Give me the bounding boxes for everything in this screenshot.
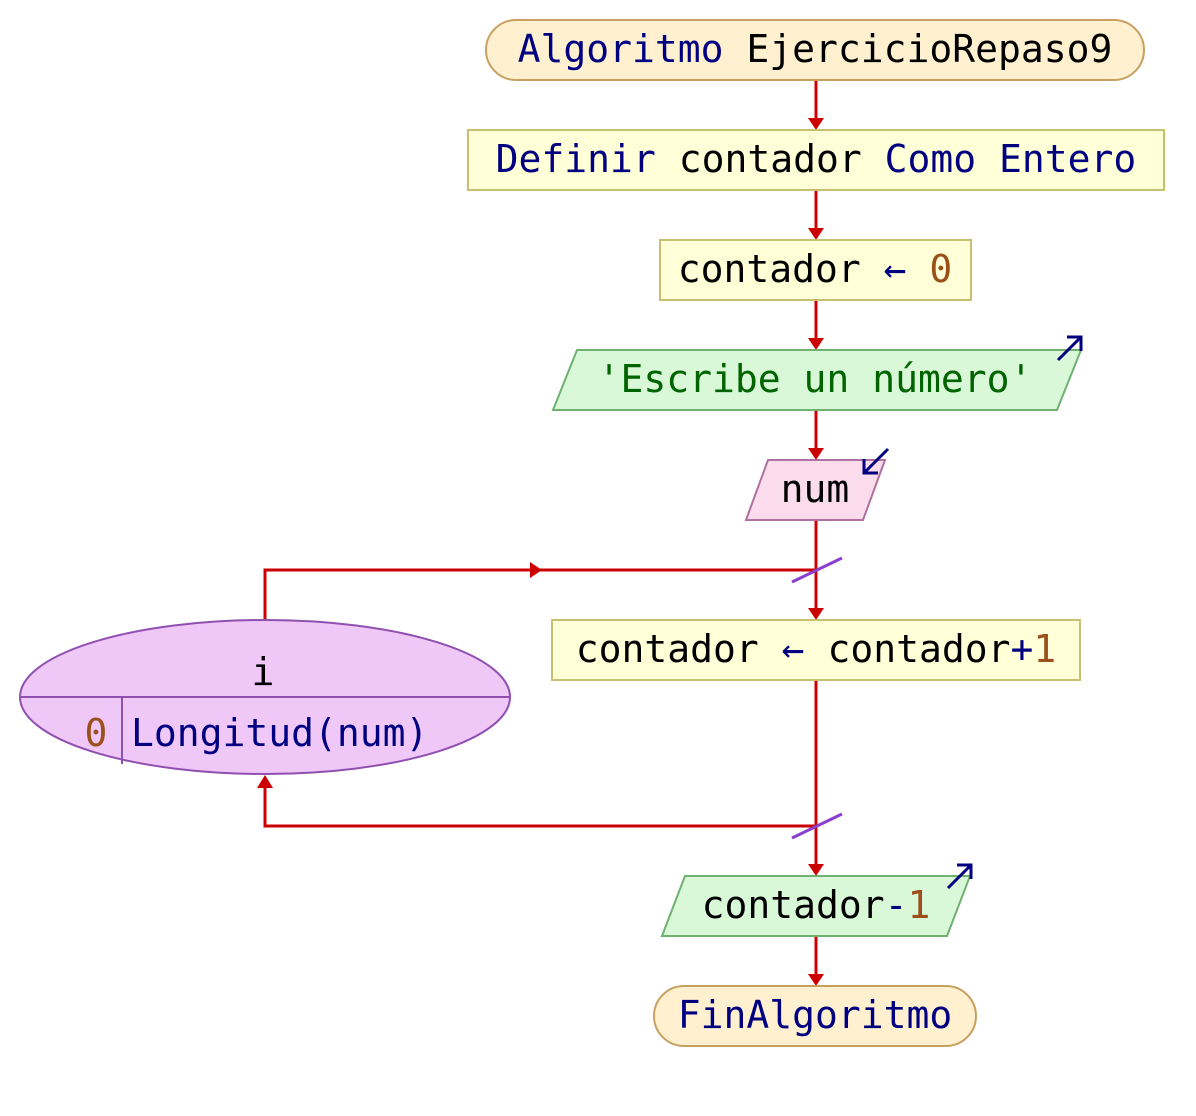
arrowhead [808, 608, 824, 620]
assign-init-shape [659, 239, 972, 301]
assign-init-node: contador ← 0 [659, 239, 972, 301]
arrowhead [808, 864, 824, 876]
input-arrow-icon [862, 447, 890, 475]
output-result-shape [660, 875, 972, 937]
end-label: FinAlgoritmo [678, 993, 953, 1037]
arrowhead [808, 118, 824, 130]
arrowhead [808, 338, 824, 350]
loop-junction-mark [791, 556, 843, 584]
end-terminal-shape [653, 985, 977, 1047]
end-node: FinAlgoritmo [653, 985, 977, 1047]
assign-init-label: contador ← 0 [678, 247, 953, 291]
arrowhead [530, 562, 542, 578]
define-label: Definir contador Como Entero [496, 137, 1137, 181]
loop-node: i 0 Longitud(num) [19, 619, 511, 775]
output-prompt-shape [551, 349, 1083, 411]
start-label: Algoritmo EjercicioRepaso9 [518, 27, 1113, 71]
flow-edges [257, 80, 843, 986]
arrowhead [808, 228, 824, 240]
output-prompt-node: 'Escribe un número' [551, 335, 1083, 411]
output-prompt-label: 'Escribe un número' [598, 357, 1033, 401]
arrowhead [808, 974, 824, 986]
start-node: Algoritmo EjercicioRepaso9 [485, 19, 1145, 81]
loop-end-value: Longitud(num) [131, 711, 428, 755]
assign-increment-label: contador ← contador+1 [576, 627, 1057, 671]
arrowhead [257, 775, 273, 788]
loop-start-value: 0 [85, 711, 108, 755]
loop-junction-mark [791, 812, 843, 840]
assign-increment-node: contador ← contador+1 [551, 619, 1081, 681]
input-num-label: num [781, 467, 850, 511]
arrowhead [808, 448, 824, 460]
output-arrow-icon [946, 863, 973, 890]
edge-loop-entry [263, 568, 816, 620]
loop-variable: i [252, 650, 275, 694]
input-num-shape [744, 459, 887, 521]
define-node: Definir contador Como Entero [467, 129, 1165, 191]
output-result-node: contador-1 [660, 863, 973, 937]
edge-loop-return [263, 784, 816, 828]
define-process-shape [467, 129, 1165, 191]
output-result-label: contador-1 [702, 883, 931, 927]
start-terminal-shape [485, 19, 1145, 81]
input-num-node: num [744, 447, 890, 521]
assign-increment-shape [551, 619, 1081, 681]
output-arrow-icon [1056, 335, 1083, 362]
